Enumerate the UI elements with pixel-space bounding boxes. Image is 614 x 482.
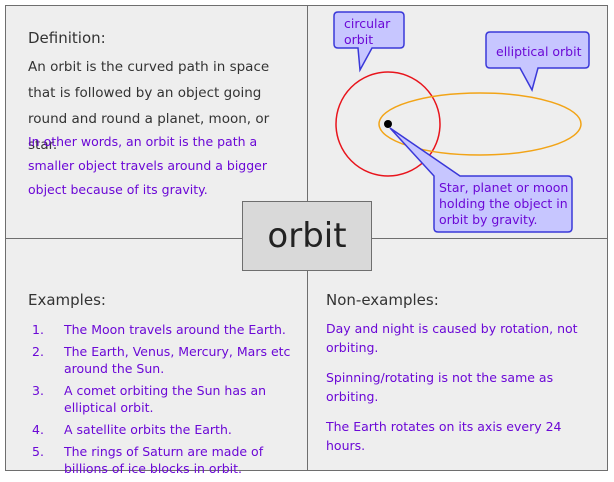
list-item: 2.The Earth, Venus, Mercury, Mars etc ar… [32,344,291,376]
central-body-dot [384,120,392,128]
definition-heading: Definition: [28,29,106,47]
elliptical-orbit-callout [485,31,590,92]
list-item: Day and night is caused by rotation, not… [326,321,578,355]
frayer-model: Definition: An orbit is the curved path … [5,5,608,476]
list-item: 3.A comet orbiting the Sun has an ellipt… [32,383,267,415]
definition-quadrant: Definition: An orbit is the curved path … [6,6,308,239]
central-body-label: Star, planet or moon holding the object … [439,180,569,227]
elliptical-orbit-path [378,92,582,156]
list-item: 4.A satellite orbits the Earth. [32,422,232,437]
orbit-diagram [333,11,590,233]
list-item: 5.The rings of Saturn are made of billio… [32,444,264,476]
center-word: orbit [267,216,347,256]
non-examples-quadrant: Non-examples: Day and night is caused by… [308,239,607,470]
definition-text: An orbit is the curved path in space tha… [28,59,270,153]
examples-heading: Examples: [28,291,106,309]
examples-quadrant: Examples: 1.The Moon travels around the … [6,239,308,476]
central-body-callout [389,127,573,233]
list-item: The Earth rotates on its axis every 24 h… [326,419,562,453]
circular-orbit-callout [333,11,405,73]
list-item: Spinning/rotating is not the same as orb… [326,370,554,404]
circular-orbit-label: circular orbit [344,16,391,47]
circular-orbit-path [335,71,441,177]
definition-in-other-words: In other words, an orbit is the path a s… [28,134,268,197]
diagram-quadrant: circular orbit elliptical orbit Star, pl… [308,6,607,239]
non-examples-list: Day and night is caused by rotation, not… [326,319,596,466]
non-examples-heading: Non-examples: [326,291,439,309]
examples-list: 1.The Moon travels around the Earth. 2.T… [24,321,294,482]
elliptical-orbit-label: elliptical orbit [496,44,582,59]
list-item: 1.The Moon travels around the Earth. [32,322,286,337]
center-word-box: orbit [242,201,372,271]
